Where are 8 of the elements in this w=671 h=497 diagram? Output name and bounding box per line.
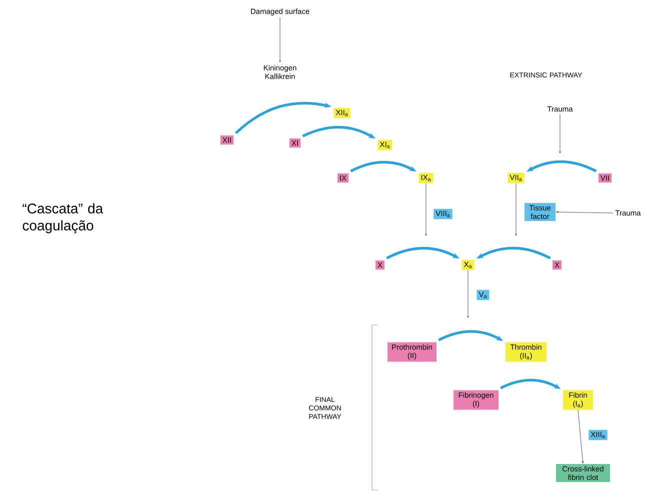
title: “Cascata” da coagulação (22, 203, 104, 234)
arrow (556, 211, 614, 214)
arrow (578, 410, 584, 464)
arrow (559, 114, 561, 154)
arrow (467, 270, 469, 318)
arrow (425, 183, 427, 236)
arrow (279, 17, 281, 62)
arrow (515, 183, 517, 236)
